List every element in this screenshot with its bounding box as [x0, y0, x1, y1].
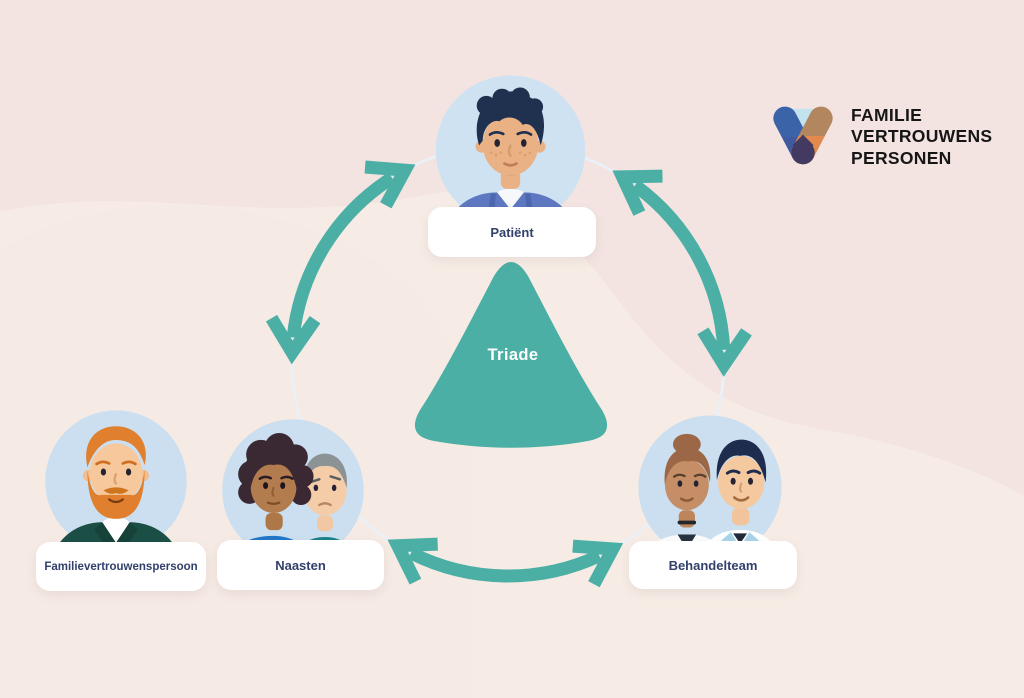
behandelteam-label: Behandelteam — [668, 557, 758, 573]
naasten-label: Naasten — [275, 557, 326, 573]
naasten-label-card: Naasten — [217, 540, 384, 590]
logo-line-2: VERTROUWENS — [851, 126, 993, 147]
arrow-patient-naasten — [265, 160, 416, 365]
familievertrouwenspersoon-label-card: Familievertrouwenspersoon — [36, 542, 206, 591]
behandelteam-avatar — [638, 415, 782, 575]
logo-line-1: FAMILIE — [851, 104, 923, 125]
logo-line-3: PERSONEN — [851, 147, 952, 168]
behandelteam-label-card: Behandelteam — [629, 541, 797, 589]
arrow-patient-behandelteam — [612, 169, 752, 377]
patient-label-card: Patiënt — [428, 207, 596, 257]
logo: FAMILIE VERTROUWENS PERSONEN — [764, 98, 992, 176]
triade-label: Triade — [487, 346, 539, 364]
logo-v-icon — [773, 106, 833, 165]
logo-wordmark: FAMILIE VERTROUWENS PERSONEN — [851, 105, 992, 170]
arrow-naasten-behandelteam — [387, 537, 624, 588]
familievertrouwenspersoon-label: Familievertrouwenspersoon — [44, 560, 198, 573]
patient-label: Patiënt — [490, 224, 534, 240]
triade-arrows — [265, 160, 752, 588]
triade-triangle — [414, 262, 608, 448]
